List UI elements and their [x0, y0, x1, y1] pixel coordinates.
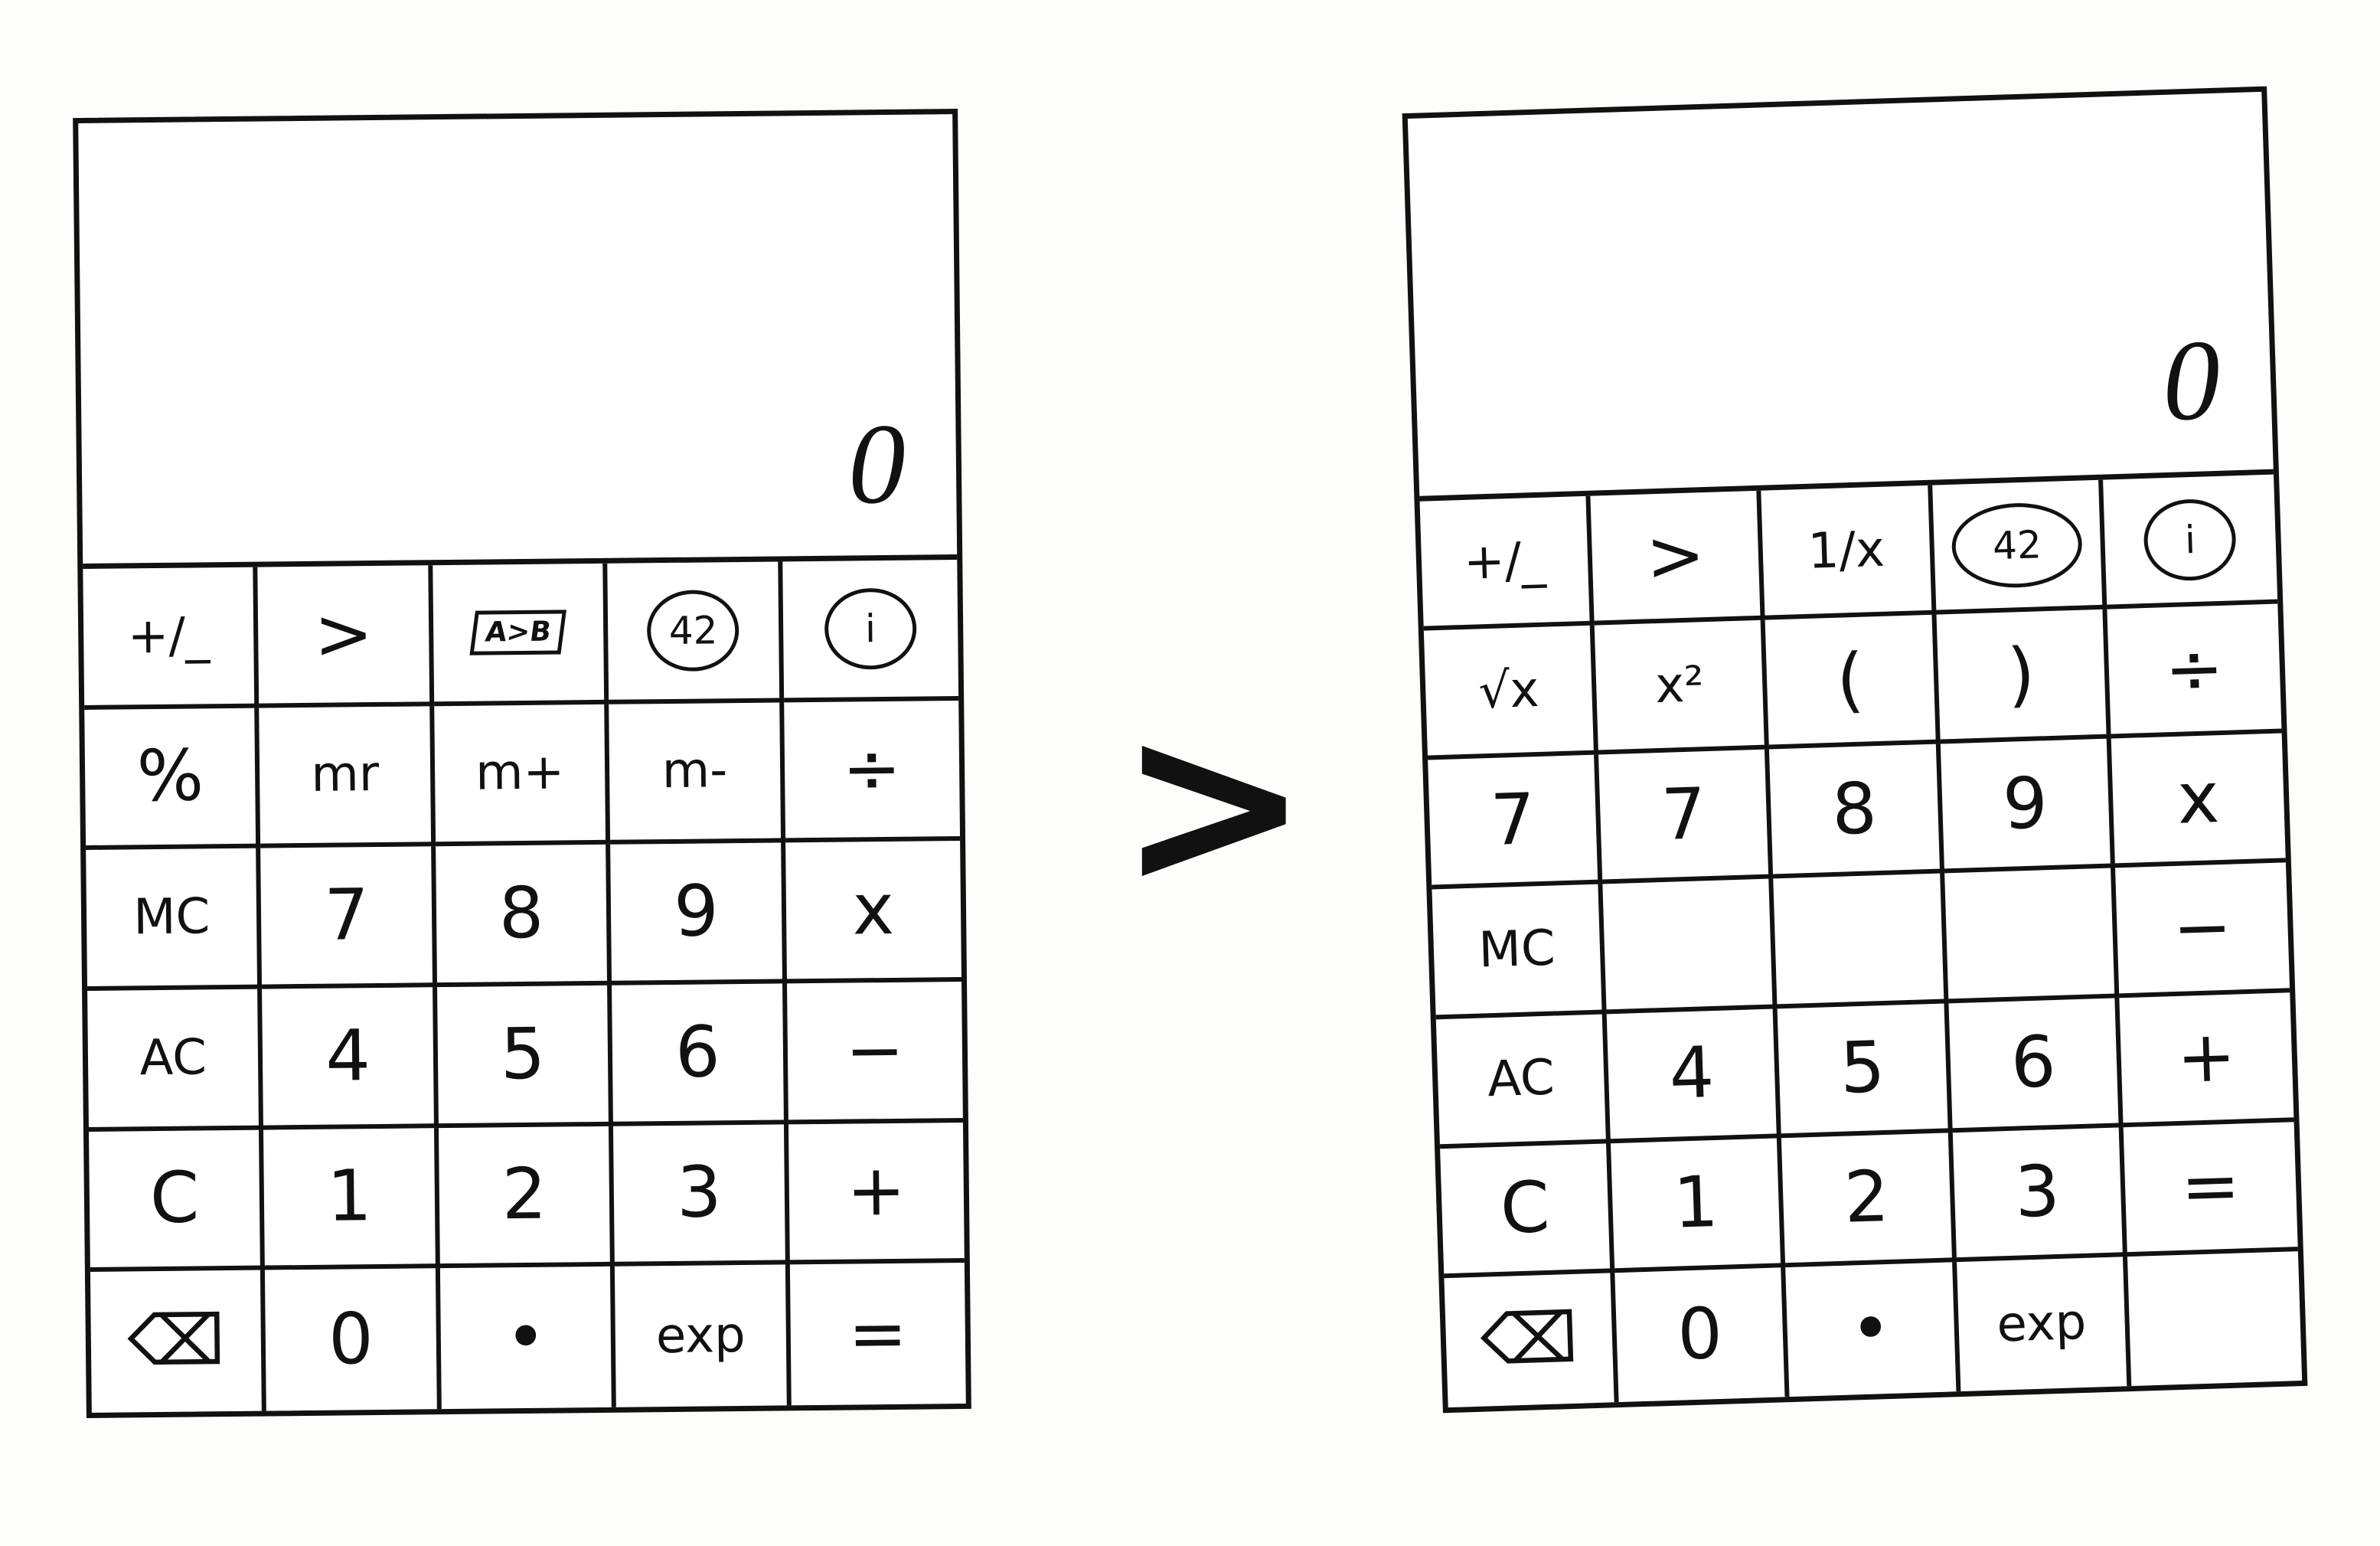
clear-key[interactable]: C [89, 1129, 266, 1273]
more-functions-key[interactable]: > [257, 565, 435, 708]
digit-5-key[interactable]: 5 [1777, 1002, 1953, 1138]
square-root-key[interactable]: √x [1423, 625, 1599, 760]
digit-8-key[interactable]: 8 [1769, 744, 1944, 879]
memory-clear-key[interactable]: MC [86, 848, 263, 991]
digit-3-key[interactable]: 3 [1952, 1126, 2127, 1263]
digit-8-key[interactable]: 8 [435, 845, 612, 988]
calculator-sketch-before: 0 +/_ > A>B 42 i % mr m+ m- ÷ MC 7 8 9 x… [73, 108, 971, 1419]
digit-2-key[interactable]: 2 [438, 1126, 615, 1269]
digit-7-key[interactable]: 7 [260, 846, 437, 989]
digit-7-key[interactable]: 7 [1598, 749, 1774, 884]
digit-9-key[interactable]: 9 [610, 842, 787, 985]
calculator-display: 0 [1407, 91, 2274, 502]
answer-icon: 42 [647, 589, 740, 672]
digit-6-key[interactable]: 6 [612, 983, 788, 1126]
exponent-key[interactable]: exp [1956, 1256, 2132, 1392]
minus-key[interactable]: − [786, 982, 963, 1125]
empty-key [1944, 868, 2120, 1003]
backspace-key[interactable]: ⌫ [1444, 1273, 1619, 1408]
more-functions-key[interactable]: > [1590, 490, 1766, 626]
digit-9-key[interactable]: 9 [1940, 738, 2115, 874]
all-clear-key[interactable]: AC [1435, 1013, 1611, 1149]
info-key[interactable]: i [2102, 474, 2278, 610]
minus-key[interactable]: − [2114, 862, 2290, 998]
empty-key [1602, 878, 1778, 1014]
divide-key[interactable]: ÷ [783, 700, 961, 843]
exponent-key[interactable]: exp [615, 1264, 792, 1407]
open-paren-key[interactable]: ( [1765, 614, 1941, 750]
decimal-point-key[interactable]: • [1785, 1262, 1960, 1397]
digit-0-key[interactable]: 0 [1614, 1267, 1790, 1403]
divide-key[interactable]: ÷ [2107, 603, 2282, 739]
digit-5-key[interactable]: 5 [436, 985, 614, 1128]
multiply-key[interactable]: x [785, 841, 962, 984]
transition-arrow: > [1118, 670, 1311, 937]
digit-6-key[interactable]: 6 [1948, 997, 2124, 1133]
conversion-key[interactable]: A>B [433, 563, 609, 706]
plus-key[interactable]: + [788, 1122, 965, 1265]
sign-toggle-key[interactable]: +/_ [83, 567, 260, 710]
digit-1-key[interactable]: 1 [263, 1127, 440, 1270]
decimal-point-key[interactable]: • [439, 1267, 616, 1410]
equals-key[interactable]: = [2123, 1121, 2298, 1257]
multiply-key[interactable]: x [2111, 733, 2286, 868]
calculator-keypad: +/_ > A>B 42 i % mr m+ m- ÷ MC 7 8 9 x A… [83, 560, 965, 1413]
calculator-keypad: +/_ > 1/x 42 i √x x² ( ) ÷ 7 7 8 9 x MC … [1419, 474, 2303, 1408]
digit-4-key[interactable]: 4 [262, 987, 439, 1130]
square-key[interactable]: x² [1594, 619, 1770, 755]
all-clear-key[interactable]: AC [87, 989, 264, 1132]
reciprocal-key[interactable]: 1/x [1761, 485, 1937, 620]
memory-recall-key[interactable]: mr [259, 705, 436, 848]
calculator-display: 0 [78, 114, 958, 569]
close-paren-key[interactable]: ) [1936, 609, 2111, 744]
answer-key[interactable]: 42 [607, 561, 784, 704]
digit-7-key[interactable]: 7 [1428, 754, 1603, 890]
memory-subtract-key[interactable]: m- [609, 702, 785, 845]
answer-icon: 42 [1951, 501, 2084, 590]
info-key[interactable]: i [782, 560, 959, 703]
percent-key[interactable]: % [84, 708, 261, 851]
digit-1-key[interactable]: 1 [1611, 1137, 1786, 1273]
answer-key[interactable]: 42 [1931, 479, 2107, 615]
equals-key[interactable]: = [847, 1292, 908, 1375]
info-icon: i [2143, 497, 2238, 582]
display-value: 0 [2160, 315, 2222, 446]
plus-key[interactable]: + [2119, 992, 2294, 1127]
empty-key [2127, 1251, 2302, 1386]
calculator-sketch-after: 0 +/_ > 1/x 42 i √x x² ( ) ÷ 7 7 8 9 x M… [1402, 86, 2308, 1414]
empty-key [1773, 873, 1949, 1008]
clear-key[interactable]: C [1440, 1142, 1615, 1279]
memory-clear-key[interactable]: MC [1432, 884, 1607, 1019]
info-icon: i [824, 587, 917, 670]
digit-3-key[interactable]: 3 [613, 1124, 790, 1267]
digit-2-key[interactable]: 2 [1781, 1132, 1957, 1268]
memory-add-key[interactable]: m+ [434, 704, 611, 847]
display-value: 0 [847, 400, 906, 528]
digit-4-key[interactable]: 4 [1606, 1008, 1782, 1143]
backspace-key[interactable]: ⌫ [90, 1270, 267, 1413]
digit-0-key[interactable]: 0 [265, 1268, 442, 1411]
conversion-icon: A>B [469, 610, 567, 655]
sign-toggle-key[interactable]: +/_ [1419, 495, 1595, 631]
